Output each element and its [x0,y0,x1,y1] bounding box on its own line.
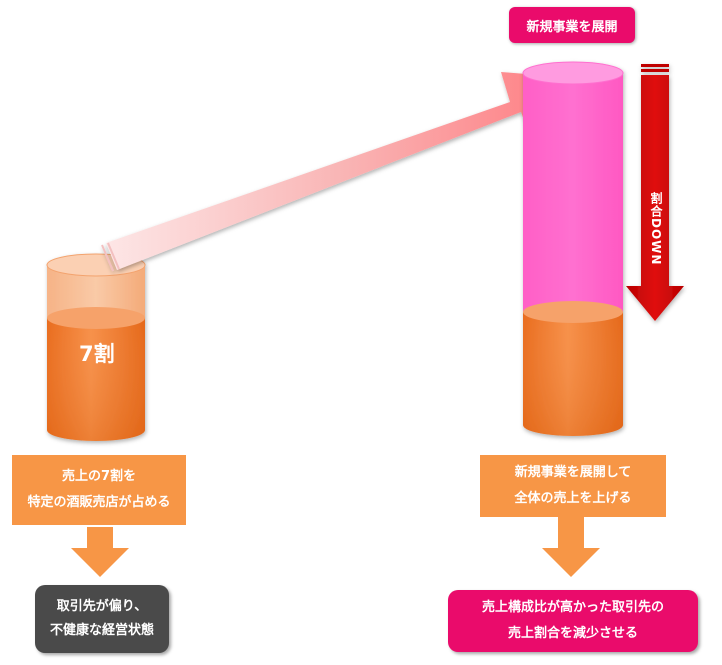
new-business-badge: 新規事業を展開 [509,7,635,43]
right-caption-line-1: 新規事業を展開して [514,465,632,480]
right-result-line-2: 売上割合を減少させる [507,626,638,641]
ratio-down-label: 割合DOWN [649,192,663,266]
left-cylinder [46,253,146,441]
left-result-line-1: 取引先が偏り、 [56,599,148,614]
right-down-arrow [542,517,600,577]
right-cylinder [522,61,624,436]
left-result-line-2: 不健康な経営状態 [49,623,154,638]
left-down-arrow [71,527,129,577]
right-result-line-1: 売上構成比が高かった取引先の [481,600,664,615]
left-caption-box: 売上の7割を 特定の酒販売店が占める [12,455,186,525]
right-caption-box: 新規事業を展開して 全体の売上を上げる [480,455,666,517]
right-caption-line-2: 全体の売上を上げる [514,491,632,506]
left-percent-label: 7割 [79,342,115,366]
left-result-box: 取引先が偏り、 不健康な経営状態 [35,585,169,653]
right-result-box: 売上構成比が高かった取引先の 売上割合を減少させる [448,590,698,652]
left-caption-line-2: 特定の酒販売店が占める [27,495,171,510]
growth-arrow [101,72,578,272]
down-arrow [626,64,684,321]
left-caption-line-1: 売上の7割を [61,469,137,484]
